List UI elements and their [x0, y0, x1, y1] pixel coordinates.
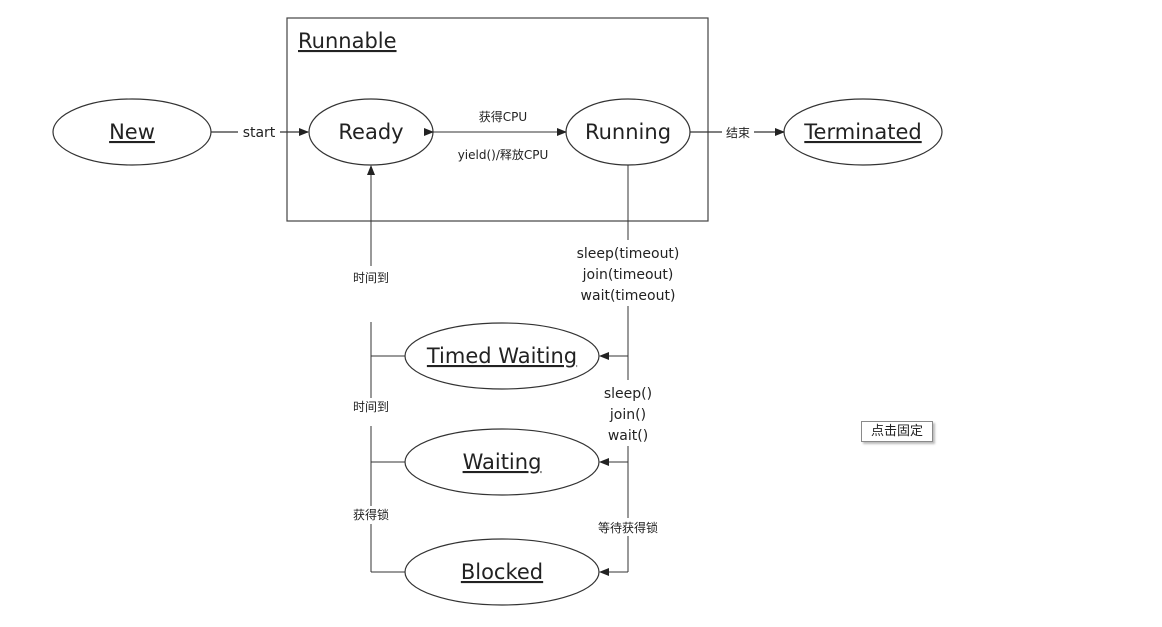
- state-ready-label: Ready: [338, 120, 403, 144]
- edge-join-label: join(): [609, 407, 646, 423]
- state-ready: Ready: [308, 98, 434, 166]
- state-running: Running: [565, 98, 691, 166]
- edge-got-lock-label: 获得锁: [353, 507, 389, 522]
- edge-yield-label: yield()/释放CPU: [458, 147, 549, 162]
- edge-sleep-label: sleep(): [604, 386, 652, 402]
- state-blocked: Blocked: [404, 538, 600, 606]
- state-timed-waiting: Timed Waiting: [404, 322, 600, 390]
- edge-time-up-1-label: 时间到: [353, 271, 389, 285]
- state-terminated-label: Terminated: [803, 120, 921, 144]
- edge-join-timeout-label: join(timeout): [582, 267, 674, 283]
- edge-wait-timeout-label: wait(timeout): [581, 288, 676, 304]
- runnable-label: Runnable: [298, 29, 397, 53]
- edge-wait-lock-label: 等待获得锁: [598, 520, 658, 535]
- state-terminated: Terminated: [783, 98, 943, 166]
- edge-time-up-2-label: 时间到: [353, 400, 389, 414]
- runnable-container: [286, 17, 709, 222]
- edge-end-label: 结束: [726, 126, 750, 140]
- edge-get-cpu-label: 获得CPU: [479, 109, 527, 124]
- state-new-label: New: [109, 120, 155, 144]
- state-timed-waiting-label: Timed Waiting: [426, 344, 577, 368]
- state-waiting: Waiting: [404, 428, 600, 496]
- state-blocked-label: Blocked: [461, 560, 543, 584]
- state-waiting-label: Waiting: [463, 450, 542, 474]
- state-running-label: Running: [585, 120, 671, 144]
- edge-start-label: start: [243, 125, 276, 141]
- edge-wait-label: wait(): [608, 428, 648, 444]
- edge-sleep-timeout-label: sleep(timeout): [577, 246, 680, 262]
- pin-button[interactable]: 点击固定: [861, 421, 933, 442]
- state-new: New: [52, 98, 212, 166]
